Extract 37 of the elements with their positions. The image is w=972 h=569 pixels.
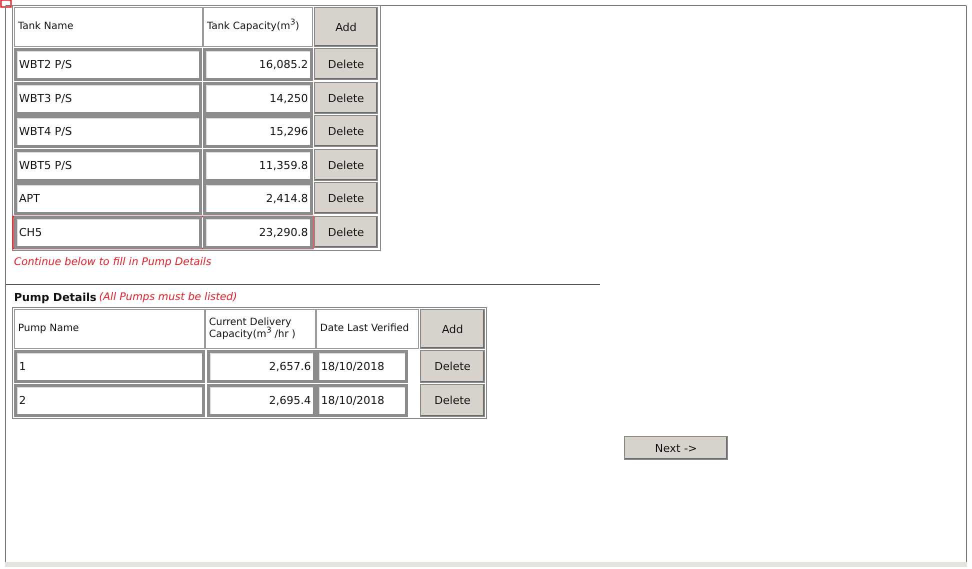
delete-button: Delete — [314, 115, 378, 147]
column-header: Tank Capacity(m$^{3}$) — [203, 7, 313, 47]
input-field: 1 — [14, 350, 205, 383]
input-field: 16,085.2 — [203, 48, 313, 81]
next-button: Next -> — [624, 436, 728, 460]
delete-button: Delete — [314, 82, 378, 114]
delete-button: Delete — [420, 350, 485, 383]
input-field: CH5 — [14, 216, 202, 249]
input-field: WBT3 P/S — [14, 82, 202, 115]
input-field: WBT4 P/S — [14, 115, 202, 148]
input-field: 2,657.6 — [207, 350, 316, 383]
instruction-note: (All Pumps must be listed) — [99, 290, 238, 305]
input-field: 2,695.4 — [207, 384, 316, 417]
add-button: Add — [314, 7, 378, 47]
input-field: 2 — [14, 384, 205, 417]
input-field: APT — [14, 182, 202, 215]
delete-button: Delete — [314, 216, 378, 248]
input-field: WBT2 P/S — [14, 48, 202, 81]
input-field: 14,250 — [203, 82, 313, 115]
section-heading: Pump Details — [14, 290, 98, 305]
column-header: Pump Name — [14, 309, 205, 349]
input-field: 11,359.8 — [203, 149, 313, 182]
column-header: Current Delivery Capacity(m$^{3}$ /hr ) — [205, 309, 316, 349]
instruction-note: Continue below to fill in Pump Details — [14, 255, 212, 270]
delete-button: Delete — [314, 182, 378, 214]
input-field: 2,414.8 — [203, 182, 313, 215]
delete-button: Delete — [420, 384, 485, 417]
column-header: Tank Name — [14, 7, 203, 47]
delete-button: Delete — [314, 149, 378, 181]
input-field: 23,290.8 — [203, 216, 313, 249]
input-field: WBT5 P/S — [14, 149, 202, 182]
column-header: Date Last Verified — [316, 309, 419, 349]
input-field: 15,296 — [203, 115, 313, 148]
delete-button: Delete — [314, 48, 378, 80]
input-field: 18/10/2018 — [316, 350, 408, 383]
add-button: Add — [420, 309, 485, 349]
input-field: 18/10/2018 — [316, 384, 408, 417]
